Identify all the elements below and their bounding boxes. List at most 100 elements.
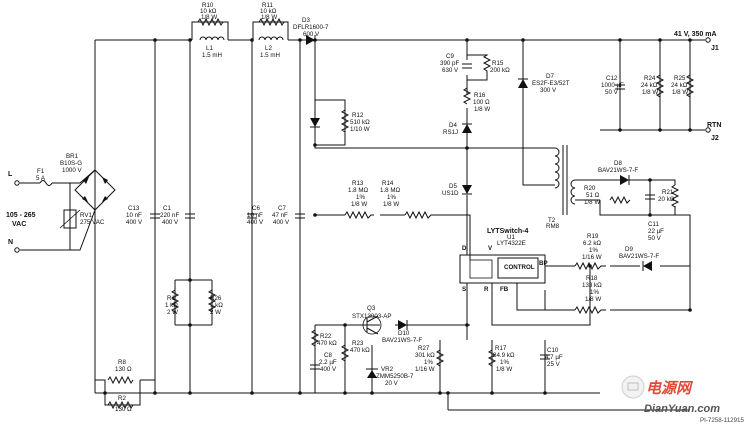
resistor-r22: R22 470 kΩ [310,329,337,347]
svg-text:C10: C10 [547,347,559,354]
resistor-r11: R11 10 kΩ 1/8 W [258,2,285,27]
svg-text:R19: R19 [587,233,599,240]
svg-text:LYTSwitch-4: LYTSwitch-4 [487,228,528,235]
svg-text:R11: R11 [262,2,273,9]
svg-text:400 V: 400 V [273,219,290,226]
svg-text:RV1: RV1 [80,212,92,219]
resistor-r13: R13 1.8 MΩ 1% 1/8 W [344,180,374,220]
svg-text:470 kΩ: 470 kΩ [317,340,337,347]
svg-text:10 kΩ: 10 kΩ [200,8,217,15]
svg-text:133 kΩ: 133 kΩ [582,282,602,289]
resistor-r27: R27 301 kΩ 1% 1/16 W [415,345,445,373]
svg-text:1 kΩ: 1 kΩ [165,302,178,309]
svg-text:630 V: 630 V [442,67,459,74]
figure-id: PI-7258-112915 [700,417,744,424]
svg-text:DFLR1600-7: DFLR1600-7 [293,24,329,31]
svg-text:41 V, 350 mA: 41 V, 350 mA [674,31,717,38]
svg-text:V: V [488,245,493,252]
svg-text:ES2F-E3/52T: ES2F-E3/52T [532,80,570,87]
input-n-label: N [8,239,13,246]
svg-text:T2: T2 [548,217,556,224]
svg-text:D5: D5 [449,183,457,190]
svg-text:J2: J2 [711,135,719,142]
resistor-r2: R2 130 Ω [107,395,134,413]
svg-text:R15: R15 [492,60,504,67]
svg-text:2 W: 2 W [210,309,221,316]
svg-text:DianYuan.com: DianYuan.com [644,403,720,415]
resistor-r16: R16 100 Ω 1/8 W [462,87,490,113]
capacitor-c6: C6 10 nF 400 V [247,205,264,226]
svg-text:D9: D9 [625,246,633,253]
svg-text:1/8 W: 1/8 W [642,89,658,96]
svg-text:CONTROL: CONTROL [504,264,535,271]
svg-text:50 V: 50 V [648,235,662,242]
svg-text:C12: C12 [606,75,618,82]
svg-text:D4: D4 [449,122,457,129]
capacitor-c13: C13 10 nF 400 V [126,205,160,226]
svg-text:BAV21WS-7-F: BAV21WS-7-F [619,253,659,260]
resistor-r23: R23 470 kΩ [340,340,370,362]
zener-vr2: VR2 ZMM5250B-7 20 V [366,366,414,387]
svg-text:400 V: 400 V [320,366,337,373]
svg-text:U1: U1 [507,234,515,241]
svg-text:R21: R21 [662,189,674,196]
svg-text:D: D [462,245,467,252]
svg-text:200 kΩ: 200 kΩ [490,67,510,74]
capacitor-c11: C11 22 µF 50 V [645,194,664,242]
resistor-r8: R8 130 Ω [107,359,134,385]
svg-text:US1D: US1D [442,190,459,197]
diode-d5: D5 US1D [442,183,472,197]
svg-text:R1: R1 [167,295,175,302]
junction-dots [103,38,692,395]
svg-text:C7: C7 [278,205,286,212]
svg-text:BAV21WS-7-F: BAV21WS-7-F [598,167,638,174]
svg-text:1000 V: 1000 V [62,167,82,174]
resistor-r10: R10 10 kΩ 1/8 W [197,2,224,27]
capacitor-c7: C7 47 nF 400 V [272,205,305,226]
diode-d7: D7 ES2F-E3/52T 300 V [518,73,570,94]
svg-text:220 nF: 220 nF [160,212,179,219]
transformer-t2: T2 RM8 [546,145,576,230]
svg-text:STX13003-AP: STX13003-AP [352,313,392,320]
svg-text:BAV21WS-7-F: BAV21WS-7-F [382,337,422,344]
transistor-q3: Q3 STX13003-AP [352,305,392,335]
svg-text:130 Ω: 130 Ω [115,406,132,413]
svg-text:R26: R26 [210,295,222,302]
input-l-label: L [8,171,13,178]
svg-text:R18: R18 [586,275,598,282]
svg-text:C9: C9 [446,53,454,60]
resistor-r24: R24 24 kΩ 1/8 W [641,74,665,98]
capacitor-c8: C8 2.2 µF 400 V [310,352,337,373]
svg-text:600 V: 600 V [303,31,320,38]
svg-text:300 V: 300 V [540,87,557,94]
svg-text:10 nF: 10 nF [126,212,142,219]
svg-text:1/8 W: 1/8 W [496,366,512,373]
svg-text:1/8 W: 1/8 W [261,14,277,21]
svg-text:R13: R13 [352,180,364,187]
svg-text:50 V: 50 V [605,89,619,96]
svg-text:1 kΩ: 1 kΩ [210,302,223,309]
svg-text:470 kΩ: 470 kΩ [350,347,370,354]
output-terminal-j1: 41 V, 350 mA J1 [674,31,719,52]
svg-text:R23: R23 [352,340,364,347]
input-terminal-n: N [8,239,20,253]
svg-text:R24: R24 [644,75,656,82]
svg-text:1/16 W: 1/16 W [582,254,602,261]
svg-text:D10: D10 [398,330,410,337]
resistor-r17: R17 24.9 kΩ 1% 1/8 W [487,345,515,373]
svg-text:C11: C11 [648,221,659,228]
svg-text:ZMM5250B-7: ZMM5250B-7 [376,373,414,380]
input-terminal-l: L [8,171,20,186]
svg-text:1/8 W: 1/8 W [584,199,600,206]
svg-text:2 W: 2 W [167,309,178,316]
capacitor-c1: C1 220 nF 400 V [160,205,195,226]
svg-text:1%: 1% [424,359,433,366]
inductor-l1: L1 1.5 mH [199,36,225,59]
svg-text:1%: 1% [387,194,396,201]
svg-text:1/8 W: 1/8 W [672,89,688,96]
svg-text:C13: C13 [128,205,140,212]
svg-text:6.2 kΩ: 6.2 kΩ [583,240,601,247]
svg-text:R20: R20 [584,185,596,192]
svg-text:VR2: VR2 [381,366,394,373]
